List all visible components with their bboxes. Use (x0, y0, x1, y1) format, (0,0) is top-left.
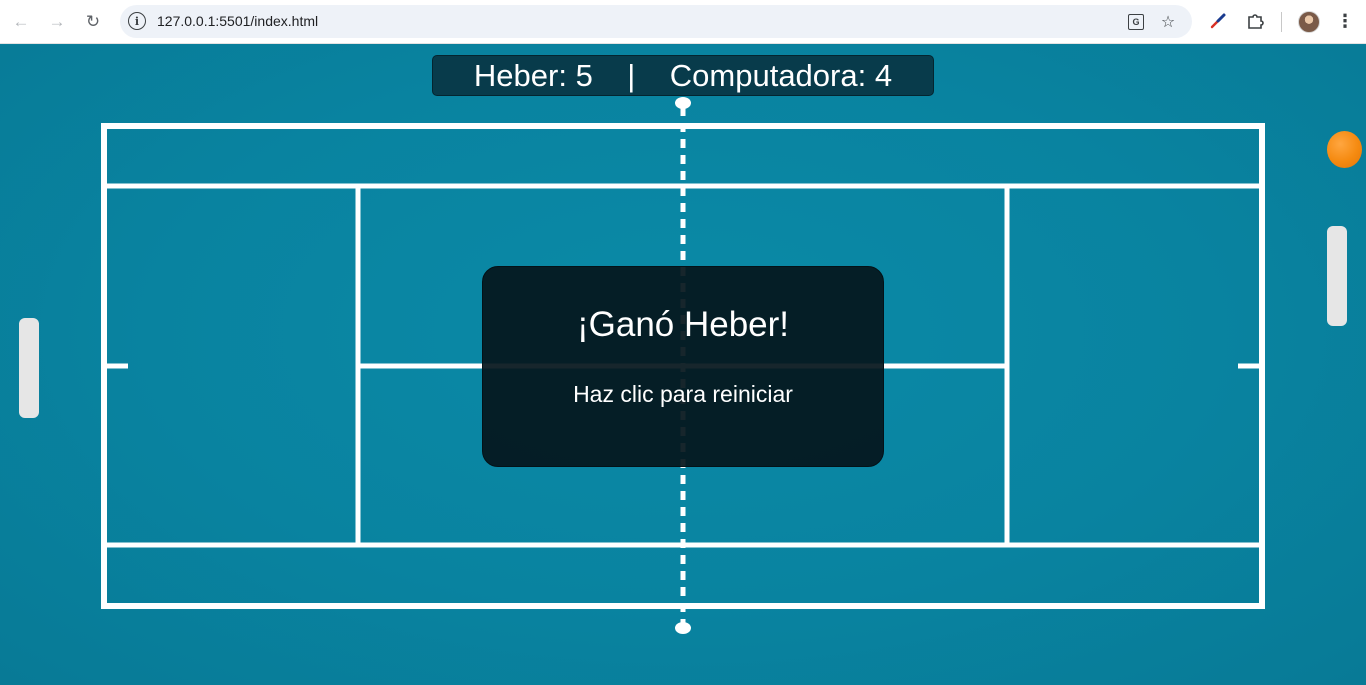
restart-hint[interactable]: Haz clic para reiniciar (573, 381, 793, 407)
reload-icon: ↻ (85, 11, 101, 31)
scoreboard: Heber: 5 | Computadora: 4 (432, 55, 934, 96)
translate-button[interactable]: G (1124, 10, 1148, 34)
extension-pin-button[interactable] (1206, 9, 1230, 33)
game-over-overlay[interactable]: ¡Ganó Heber! Haz clic para reiniciar (482, 266, 884, 467)
avatar[interactable] (1298, 11, 1320, 33)
puzzle-icon (1248, 14, 1264, 29)
address-bar[interactable]: i 127.0.0.1:5501/index.html G ☆ (120, 5, 1192, 38)
browser-menu-button[interactable]: ⋮ (1333, 9, 1357, 33)
info-icon[interactable]: i (128, 12, 146, 30)
extensions-button[interactable] (1243, 9, 1267, 33)
pin-icon (1210, 13, 1226, 29)
forward-button[interactable]: → (44, 8, 70, 34)
winner-message: ¡Ganó Heber! (576, 305, 790, 344)
player-paddle[interactable] (19, 318, 39, 418)
arrow-right-icon: → (48, 11, 66, 31)
reload-button[interactable]: ↻ (80, 8, 106, 34)
url-text[interactable]: 127.0.0.1:5501/index.html (157, 13, 319, 29)
toolbar-divider (1281, 12, 1282, 32)
game-canvas[interactable]: Heber: 5 | Computadora: 4 ¡Ganó Heber! H… (0, 45, 1366, 685)
star-icon: ☆ (1160, 14, 1176, 31)
arrow-left-icon: ← (12, 11, 30, 31)
back-button[interactable]: ← (8, 8, 34, 34)
kebab-menu-icon: ⋮ (1336, 10, 1354, 31)
computer-paddle (1327, 226, 1347, 326)
browser-toolbar: ← → ↻ i 127.0.0.1:5501/index.html G ☆ ⋮ (0, 0, 1366, 44)
tennis-ball (1327, 131, 1362, 168)
bookmark-button[interactable]: ☆ (1156, 10, 1180, 34)
net-post-bottom (675, 622, 691, 634)
translate-icon: G (1128, 14, 1144, 30)
net-post-top (675, 97, 691, 109)
